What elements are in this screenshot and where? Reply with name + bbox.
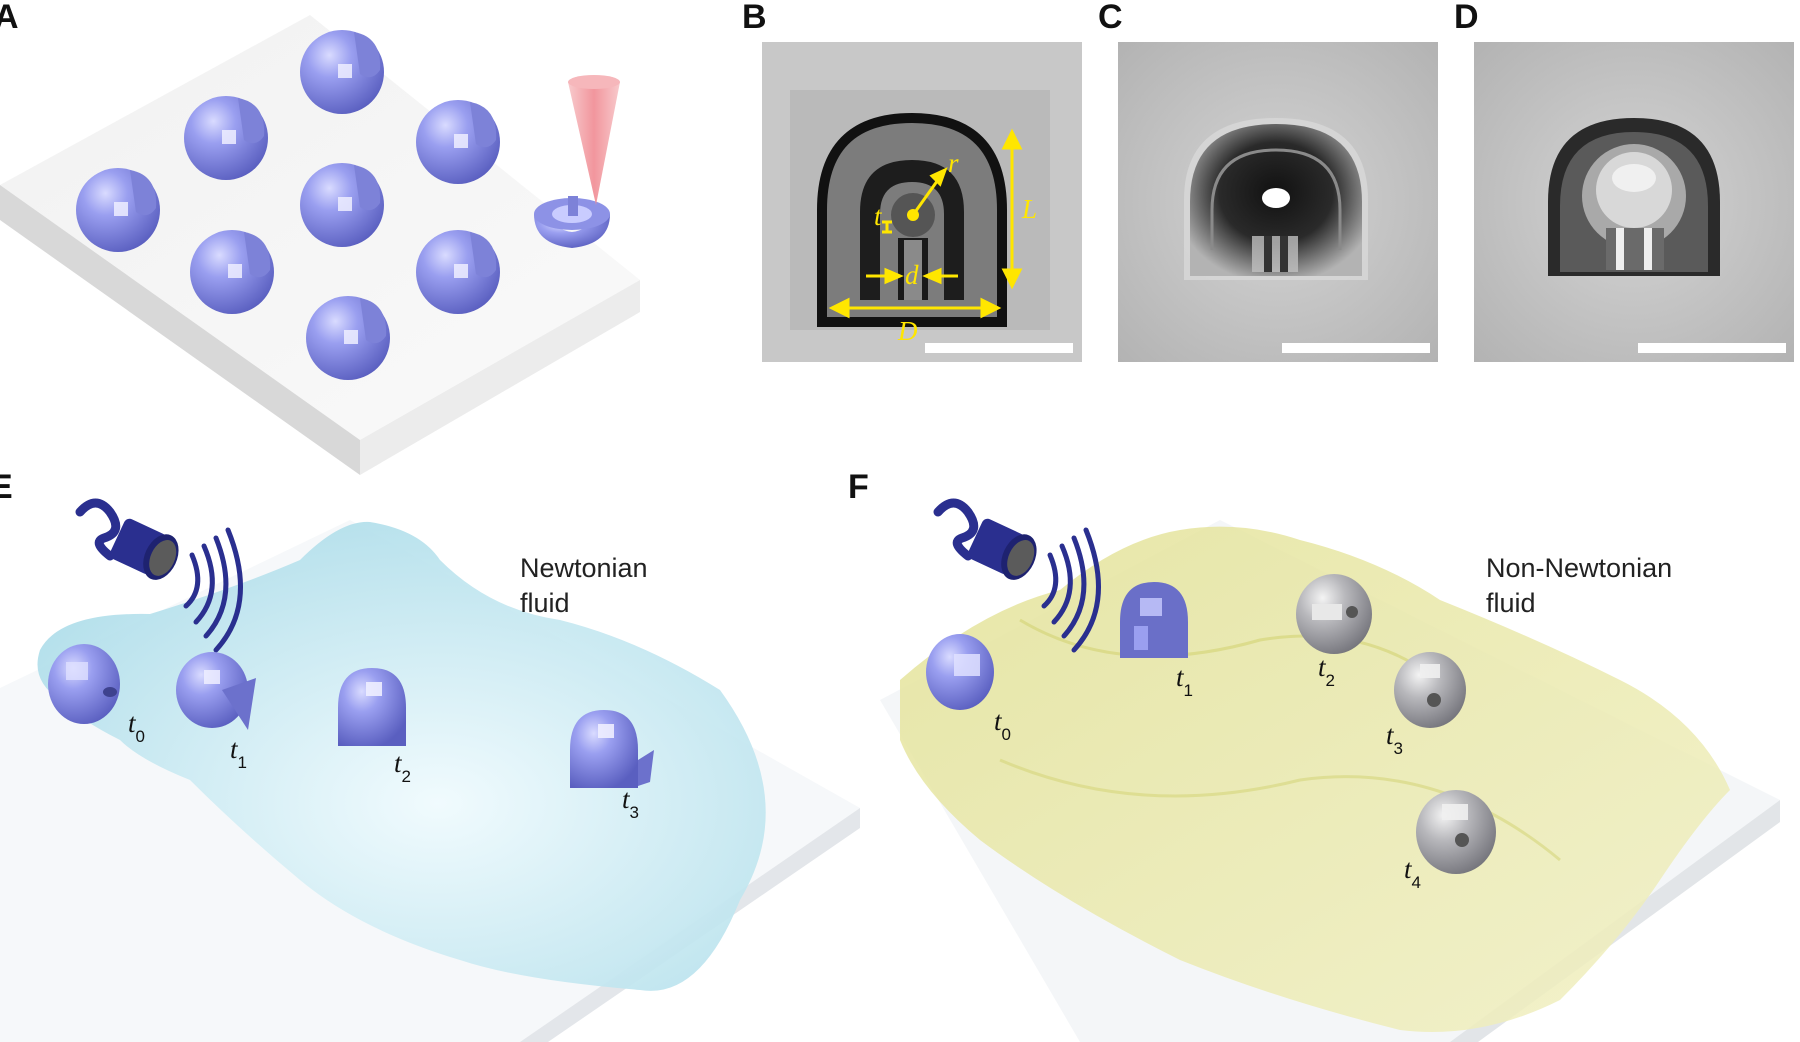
panel-c: C: [1098, 0, 1438, 362]
scale-bar: [1638, 343, 1786, 353]
microrobot: [176, 652, 256, 730]
time-subscript: 3: [630, 803, 639, 822]
time-label: t3: [622, 784, 639, 822]
microrobot: [300, 163, 384, 247]
svg-text:t3: t3: [622, 784, 639, 822]
dim-label-t: t: [874, 201, 883, 231]
time-subscript: 2: [402, 767, 411, 786]
time-label: t0: [128, 708, 145, 746]
panel-a: A: [0, 0, 640, 475]
svg-text:t1: t1: [230, 734, 247, 772]
panel-letter-a: A: [0, 0, 19, 36]
time-symbol: t: [622, 784, 631, 814]
time-symbol: t: [994, 706, 1003, 736]
microrobot-partial: [534, 196, 610, 248]
panel-letter-e: E: [0, 468, 13, 506]
time-label: t4: [1404, 854, 1421, 892]
microrobot: [48, 644, 120, 724]
time-label: t3: [1386, 720, 1403, 758]
dimension-annotations: [828, 128, 1023, 319]
microrobot-array: [76, 30, 610, 380]
time-symbol: t: [230, 734, 239, 764]
newtonian-fluid-region: [37, 521, 766, 991]
fluid-label-line2: fluid: [1486, 588, 1536, 618]
microrobot: [570, 710, 654, 788]
acoustic-wave-icon: [1041, 527, 1101, 653]
microrobot: [1296, 574, 1372, 654]
microrobot: [1416, 790, 1496, 874]
svg-text:t4: t4: [1404, 854, 1421, 892]
ultrasound-transducer-icon: [933, 498, 1037, 580]
svg-text:t0: t0: [994, 706, 1011, 744]
panel-d: D: [1454, 0, 1794, 362]
microrobot: [1394, 652, 1466, 728]
microrobot: [338, 668, 406, 746]
microrobot: [190, 230, 274, 314]
panel-letter-b: B: [742, 0, 767, 36]
fluid-label-line1: Non-Newtonian: [1486, 553, 1672, 583]
svg-text:t0: t0: [128, 708, 145, 746]
time-subscript: 0: [1002, 725, 1011, 744]
time-subscript: 1: [1184, 681, 1193, 700]
time-subscript: 3: [1394, 739, 1403, 758]
scale-bar: [1282, 343, 1430, 353]
panel-letter-f: F: [848, 468, 869, 506]
microrobot: [184, 96, 268, 180]
substrate-slab-front: [360, 280, 640, 475]
fluid-label-line1: Newtonian: [520, 553, 648, 583]
acoustic-wave-icon: [183, 527, 243, 653]
time-label: t1: [230, 734, 247, 772]
dim-label-d: d: [905, 260, 919, 290]
svg-text:t2: t2: [394, 748, 411, 786]
time-label: t0: [994, 706, 1011, 744]
time-label: t2: [1318, 652, 1335, 690]
panel-letter-d: D: [1454, 0, 1479, 36]
microrobot: [300, 30, 384, 114]
svg-text:t3: t3: [1386, 720, 1403, 758]
time-symbol: t: [394, 748, 403, 778]
panel-letter-c: C: [1098, 0, 1123, 36]
microrobot: [76, 168, 160, 252]
substrate-slab-side: [0, 185, 360, 475]
dim-label-D: D: [897, 316, 918, 346]
time-symbol: t: [1176, 662, 1185, 692]
time-subscript: 4: [1412, 873, 1421, 892]
ultrasound-transducer-icon: [75, 498, 179, 580]
microrobot: [416, 100, 500, 184]
microrobot: [416, 230, 500, 314]
svg-text:t1: t1: [1176, 662, 1193, 700]
laser-cone-top: [568, 75, 620, 89]
time-subscript: 2: [1326, 671, 1335, 690]
time-label: t2: [394, 748, 411, 786]
microrobot: [926, 634, 994, 710]
laser-cone-icon: [568, 82, 620, 205]
panel-b: B r t L d D: [742, 0, 1082, 362]
time-symbol: t: [1318, 652, 1327, 682]
dim-label-L: L: [1021, 194, 1037, 224]
svg-text:t2: t2: [1318, 652, 1335, 690]
time-label: t1: [1176, 662, 1193, 700]
microrobot: [306, 296, 390, 380]
panel-f: F Non-Newtonian fluid: [848, 468, 1780, 1042]
time-subscript: 1: [238, 753, 247, 772]
fluid-label-line2: fluid: [520, 588, 570, 618]
time-subscript: 0: [136, 727, 145, 746]
time-symbol: t: [1404, 854, 1413, 884]
time-symbol: t: [1386, 720, 1395, 750]
dim-label-r: r: [948, 148, 959, 178]
time-symbol: t: [128, 708, 137, 738]
panel-e: E Newtonian fluid: [0, 468, 860, 1042]
microrobot: [1120, 582, 1188, 658]
scale-bar: [925, 343, 1073, 353]
